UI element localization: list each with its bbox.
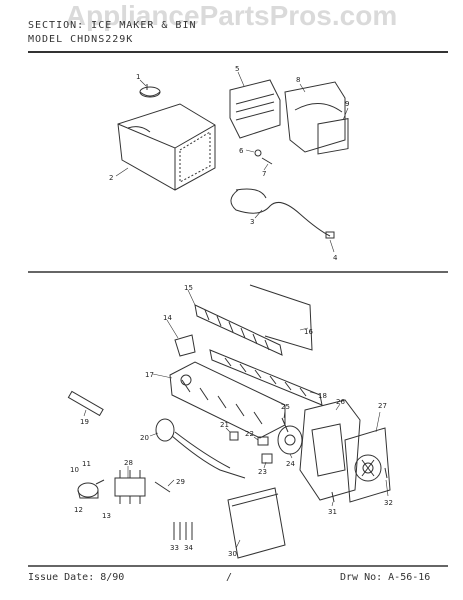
module-housing-part [299, 399, 361, 501]
screw-part [261, 157, 273, 165]
drawing-number: Drw No: A-56-16 [340, 572, 431, 583]
callout-10: 10 [70, 466, 79, 474]
pin-parts [173, 522, 193, 540]
callout-28: 28 [124, 459, 133, 467]
chute-flap-part [317, 118, 349, 155]
ice-chute-part [284, 81, 346, 153]
heater-part [67, 390, 104, 417]
callout-32: 32 [384, 499, 393, 507]
callout-29: 29 [176, 478, 185, 486]
callout-31: 31 [328, 508, 337, 516]
callout-24: 24 [286, 460, 295, 468]
watermark: AppliancePartsPros.com [65, 0, 398, 31]
callout-30: 30 [228, 550, 237, 558]
issue-date: Issue Date: 8/90 [28, 572, 125, 583]
ice-bin-part [117, 103, 216, 191]
small-part-21 [229, 431, 239, 441]
callout-25: 25 [281, 403, 290, 411]
callout-22: 22 [245, 430, 254, 438]
callout-21: 21 [220, 421, 229, 429]
fuse-part [154, 481, 171, 493]
screw-part-25 [281, 417, 289, 433]
callout-1: 1 [136, 73, 140, 81]
screw-part-31 [331, 491, 335, 503]
callout-19: 19 [80, 418, 89, 426]
callout-15: 15 [184, 284, 193, 292]
small-part-22 [257, 436, 269, 446]
connector-block-part [114, 470, 146, 504]
callout-27: 27 [378, 402, 387, 410]
callout-labels: 1 2 3 4 5 6 7 8 9 10 11 12 13 14 15 16 1… [70, 65, 393, 558]
small-part-23 [261, 453, 273, 464]
callout-2: 2 [109, 174, 113, 182]
wire-harness-part [235, 188, 267, 199]
shield-part [227, 487, 286, 559]
callout-20: 20 [140, 434, 149, 442]
screw-part [254, 149, 262, 157]
shield-part [231, 493, 279, 507]
callout-16: 16 [304, 328, 313, 336]
callout-13: 13 [102, 512, 111, 520]
screw-part-32 [384, 467, 388, 479]
bin-cover-part [229, 79, 281, 139]
callout-33: 33 [170, 544, 179, 552]
clip-part [174, 334, 196, 357]
callout-17: 17 [145, 371, 154, 379]
footer-mark: / [226, 572, 233, 583]
callout-18: 18 [318, 392, 327, 400]
shutoff-cover-part [249, 284, 313, 351]
callout-6: 6 [239, 147, 244, 155]
thermostat-part [155, 418, 246, 479]
stripper-part [209, 349, 323, 406]
callout-23: 23 [258, 468, 267, 476]
callout-3: 3 [250, 218, 254, 226]
module-cover-part [344, 427, 391, 503]
callout-7: 7 [262, 170, 266, 178]
model-number: MODEL CHDNS229K [28, 34, 134, 45]
callout-4: 4 [333, 254, 338, 262]
callout-8: 8 [296, 76, 300, 84]
wire-harness-part [230, 189, 331, 237]
motor-part [277, 425, 303, 455]
callout-34: 34 [184, 544, 193, 552]
section-title: SECTION: ICE MAKER & BIN [28, 20, 197, 31]
callout-9: 9 [345, 100, 349, 108]
callout-12: 12 [74, 506, 83, 514]
water-valve-part [77, 479, 105, 499]
callout-5: 5 [235, 65, 239, 73]
callout-11: 11 [82, 460, 91, 468]
callout-26: 26 [336, 398, 345, 406]
connector-part [325, 231, 335, 239]
callout-14: 14 [163, 314, 172, 322]
ice-scoop-part [139, 84, 161, 98]
ejector-rake-part [194, 304, 283, 356]
